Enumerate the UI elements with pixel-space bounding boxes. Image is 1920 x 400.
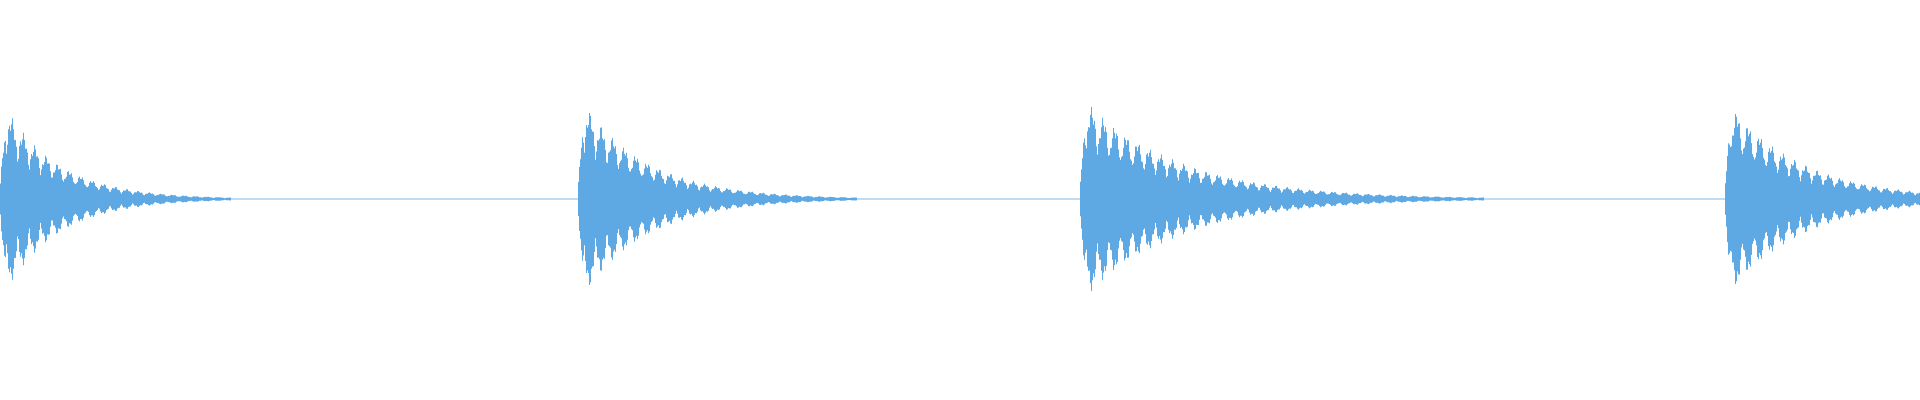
burst-1: [0, 118, 231, 280]
burst-2: [578, 113, 857, 285]
waveform-bursts: [0, 106, 1920, 292]
burst-4: [1725, 114, 1920, 284]
burst-3: [1080, 106, 1484, 292]
